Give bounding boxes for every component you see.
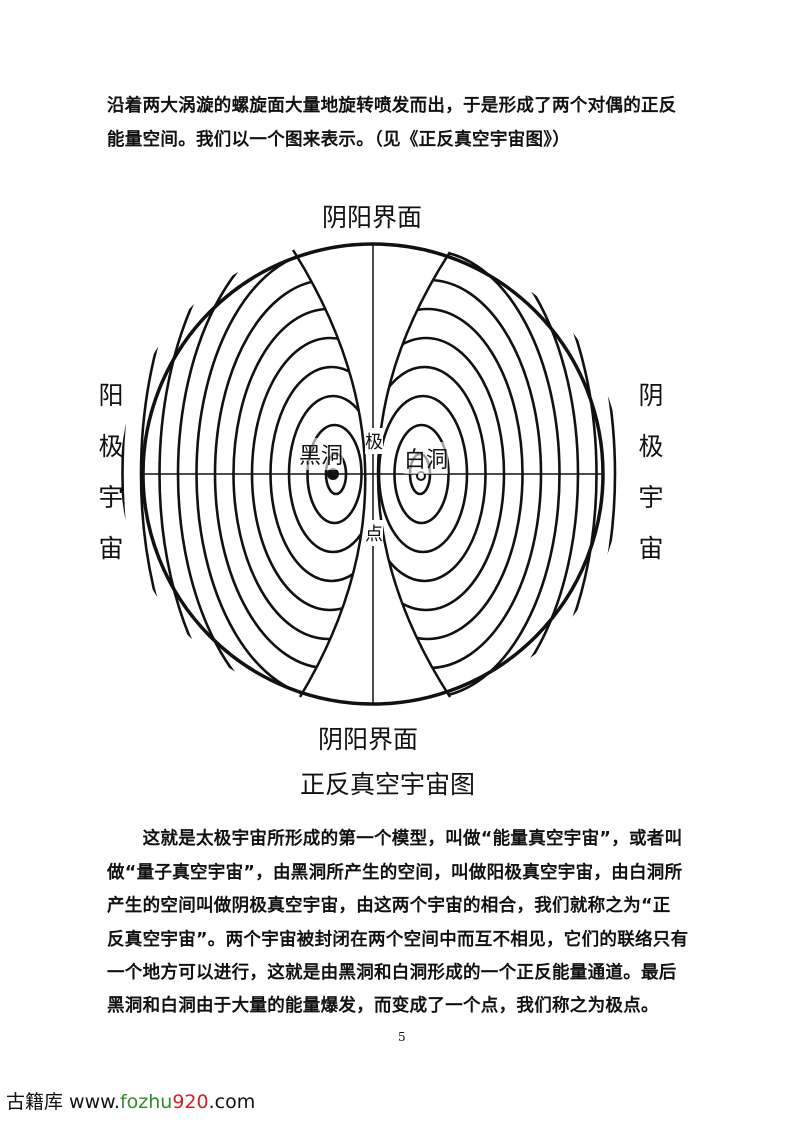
bottom-boundary-label: 阴阳界面	[318, 725, 419, 754]
text-line: 黑洞和白洞由于大量的能量爆发，而变成了一个点，我们称之为极点。	[107, 996, 659, 1016]
char: 宙	[638, 534, 664, 563]
page-number: 5	[398, 1030, 406, 1044]
watermark: 古籍库 www.fozhu920.com	[6, 1087, 255, 1114]
vortex-curve	[378, 252, 617, 697]
char: 阳	[98, 381, 124, 410]
right-universe-label: 阴 极 宇 宙	[636, 370, 666, 574]
black-hole-label: 黑洞	[299, 438, 344, 470]
watermark-suffix: .com	[208, 1091, 256, 1113]
char: 极	[638, 432, 664, 461]
char: 宇	[638, 483, 664, 512]
char: 极	[98, 432, 124, 461]
text-line: 做“量子真空宇宙”，由黑洞所产生的空间，叫做阳极真空宇宙，由白洞所	[107, 863, 683, 883]
vortex-curve	[139, 250, 366, 697]
text-line: 这就是太极宇宙所形成的第一个模型，叫做“能量真空宇宙”，或者叫	[107, 829, 683, 849]
watermark-prefix: 古籍库 www.	[6, 1091, 120, 1113]
text-line: 沿着两大涡漩的螺旋面大量地旋转喷发而出，于是形成了两个对偶的正反	[107, 96, 677, 116]
text-line: 能量空间。我们以一个图来表示。（见《正反真空宇宙图》）	[107, 130, 571, 150]
char: 宙	[98, 534, 124, 563]
watermark-red: 920	[172, 1091, 209, 1113]
white-hole-label: 白洞	[404, 442, 449, 474]
top-boundary-label: 阴阳界面	[322, 203, 423, 232]
diagram-caption: 正反真空宇宙图	[300, 770, 476, 799]
pole-label-2: 点	[365, 520, 383, 546]
char: 宇	[98, 483, 124, 512]
vortex-curve	[121, 250, 366, 697]
text-line: 反真空宇宙”。两个宇宙被封闭在两个空间中而互不相见，它们的联络只有	[107, 930, 689, 950]
text-line: 一个地方可以进行，这就是由黑洞和白洞形成的一个正反能量通道。最后	[107, 963, 677, 983]
text-line: 产生的空间叫做阴极真空宇宙，由这两个宇宙的相合，我们就称之为“正	[107, 896, 671, 916]
watermark-green: fozhu	[119, 1091, 173, 1113]
pole-label-1: 极	[365, 428, 383, 454]
black-hole-dot	[327, 468, 339, 480]
char: 阴	[638, 381, 664, 410]
left-universe-label: 阳 极 宇 宙	[96, 370, 126, 574]
